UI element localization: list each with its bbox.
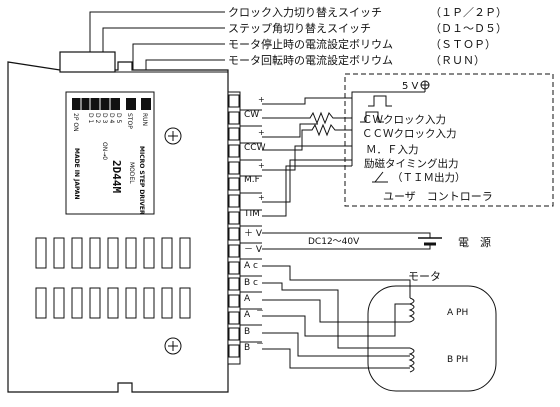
controller-wiring (262, 86, 426, 217)
label-d1: D 1 (87, 113, 94, 124)
controller-cw-input: ＣＷクロック入力 (362, 113, 446, 126)
term-ccw-plus: + (258, 128, 265, 137)
callout-run-pot-note: （ＲＵＮ） (430, 54, 485, 67)
label-2p-on: 2P ON (72, 113, 79, 132)
label-product: MICRO STEP DRIVER (138, 146, 145, 215)
screw-top (164, 127, 182, 145)
term-minus-v: － V (244, 245, 263, 255)
motor-wiring (262, 265, 411, 369)
term-b-minus: B (244, 343, 250, 353)
term-a: A c (244, 261, 258, 271)
controller-box (344, 73, 554, 207)
vcc-symbol (420, 80, 430, 90)
run-pot-knob[interactable] (141, 98, 151, 110)
label-model: 2D44M (110, 160, 123, 193)
power-label: 電 源 (458, 235, 491, 249)
term-tim-plus: + (258, 193, 265, 202)
callout-run-pot: モータ回転時の電流設定ボリウム (228, 53, 393, 67)
label-d4: D 4 (108, 113, 115, 124)
dip-switch-block[interactable] (72, 98, 120, 110)
term-mf: M.F (244, 175, 260, 185)
term-bc: B c (244, 278, 258, 288)
label-model-caption: MODEL (128, 162, 135, 184)
label-plate (65, 91, 155, 215)
label-d3: D 3 (101, 113, 108, 124)
label-d2: D 2 (94, 113, 101, 124)
controller-mf-input: Ｍ．Ｆ入力 (366, 143, 419, 156)
term-cw: CW (244, 110, 259, 120)
motor-title: モータ (408, 270, 441, 283)
term-mf-plus: + (258, 161, 265, 170)
callout-stop-pot: モータ停止時の電流設定ボリウム (228, 37, 393, 51)
term-cw-plus: + (258, 95, 265, 104)
callout-clock-switch: クロック入力切り替えスイッチ (228, 5, 382, 19)
callout-step-switch: ステップ角切り替えスイッチ (228, 21, 371, 35)
motor-box[interactable] (367, 285, 497, 392)
controller-tim-output: 励磁タイミング出力 (364, 157, 459, 170)
term-a2: A (244, 294, 251, 304)
term-a-minus-sup: － (256, 306, 264, 315)
vent-slots (35, 237, 191, 319)
term-b-minus-sup: － (256, 339, 264, 348)
callout-stop-pot-note: （ＳＴＯＰ） (430, 38, 496, 51)
power-voltage: DC12～40V (308, 237, 360, 247)
controller-title: ユーザ コントローラ (383, 190, 493, 203)
screw-bottom (164, 337, 182, 355)
stop-pot-knob[interactable] (126, 98, 136, 110)
coil-b (408, 347, 415, 373)
motor-aph: A PH (447, 308, 468, 318)
label-on: ON→0 (101, 142, 108, 160)
motor-bph: B PH (447, 355, 468, 365)
label-stop: STOP (126, 113, 133, 129)
label-d5: D 5 (115, 113, 122, 124)
term-tim: TIM (243, 209, 260, 219)
controller-vcc: 5 V (402, 81, 419, 92)
term-plus-v: ＋ V (244, 228, 263, 239)
term-ccw: CCW (244, 143, 266, 153)
controller-ccw-input: ＣＣＷクロック入力 (362, 127, 457, 140)
term-b: B (244, 327, 250, 337)
terminal-dividers (240, 109, 262, 343)
controller-tim-output-note: （ＴＩＭ出力） (392, 171, 466, 184)
callout-clock-switch-note: （１Ｐ／２Ｐ） (430, 6, 507, 19)
label-origin: MADE IN JAPAN (73, 148, 80, 200)
callout-step-switch-note: （Ｄ１～Ｄ５） (430, 22, 507, 35)
term-a-minus: A (244, 310, 251, 320)
power-wiring (262, 232, 442, 250)
coil-a (408, 297, 415, 323)
label-run: RUN (141, 113, 148, 126)
terminal-block (227, 91, 241, 365)
